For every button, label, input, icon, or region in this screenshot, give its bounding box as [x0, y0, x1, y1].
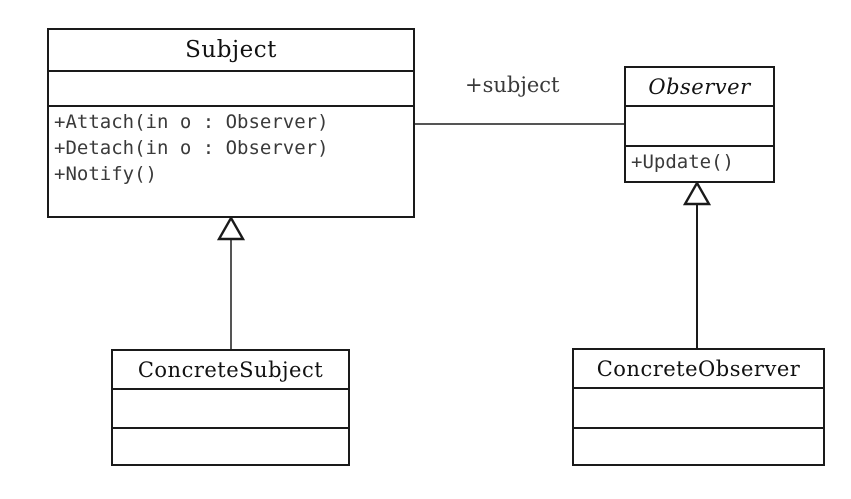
- operations-compartment-concrete-subject: [113, 429, 348, 464]
- operations-compartment-observer: +Update(): [626, 147, 773, 181]
- class-name-observer: Observer: [626, 68, 773, 107]
- attributes-compartment-concrete-observer: [574, 389, 823, 429]
- class-box-concrete-subject[interactable]: ConcreteSubject: [111, 349, 350, 466]
- attributes-compartment-subject: [49, 72, 413, 107]
- class-name-concrete-observer: ConcreteObserver: [574, 350, 823, 389]
- generalization-triangle-subject: [216, 215, 246, 241]
- attributes-compartment-observer: [626, 107, 773, 147]
- association-role-label-subject: +subject: [465, 73, 560, 97]
- attributes-compartment-concrete-subject: [113, 390, 348, 429]
- class-name-concrete-subject: ConcreteSubject: [113, 351, 348, 390]
- operations-compartment-concrete-observer: [574, 429, 823, 464]
- operation-item: +Attach(in o : Observer): [54, 111, 329, 133]
- operation-item: +Update(): [631, 151, 734, 173]
- class-name-subject: Subject: [49, 30, 413, 72]
- operation-item: +Notify(): [54, 162, 157, 185]
- operations-compartment-subject: +Attach(in o : Observer) +Detach(in o : …: [49, 107, 413, 216]
- generalization-triangle-observer: [682, 180, 712, 206]
- class-box-observer[interactable]: Observer +Update(): [624, 66, 775, 183]
- class-box-subject[interactable]: Subject +Attach(in o : Observer) +Detach…: [47, 28, 415, 218]
- class-box-concrete-observer[interactable]: ConcreteObserver: [572, 348, 825, 466]
- operation-item: +Detach(in o : Observer): [54, 136, 329, 159]
